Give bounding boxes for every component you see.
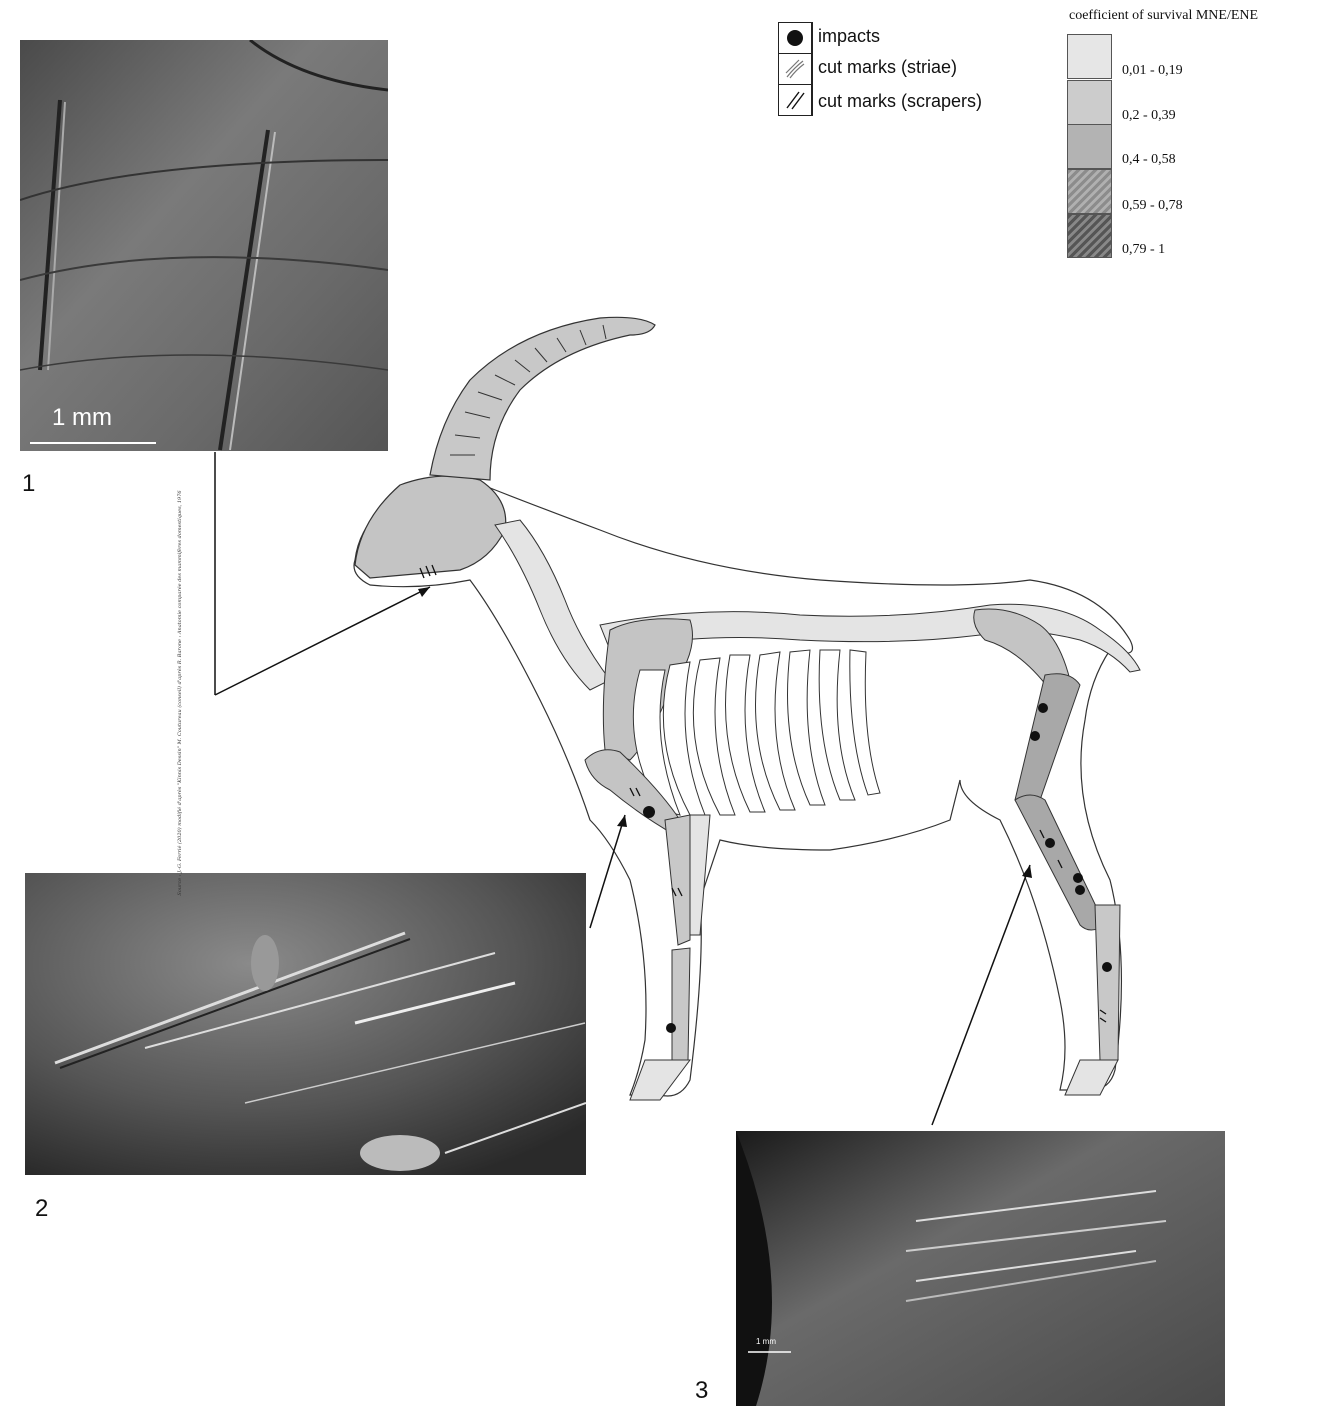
legend-row-striae [779,53,812,84]
legend-row-impacts [779,23,812,53]
survival-legend-title: coefficient of survival MNE/ENE [1069,8,1258,24]
survival-swatch-3 [1067,124,1112,169]
survival-swatch-2 [1067,80,1112,125]
striae-icon [779,54,812,84]
survival-label-2: 0,2 - 0,39 [1122,108,1176,124]
legend-row-scrapers [779,84,812,115]
legend-label-scrapers: cut marks (scrapers) [818,91,982,112]
survival-swatch-4 [1067,169,1112,214]
marks-legend [778,22,813,116]
survival-label-4: 0,59 - 0,78 [1122,198,1183,214]
legend-label-impacts: impacts [818,26,880,47]
survival-label-5: 0,79 - 1 [1122,242,1165,258]
legend-label-striae: cut marks (striae) [818,57,957,78]
survival-label-3: 0,4 - 0,58 [1122,152,1176,168]
survival-label-1: 0,01 - 0,19 [1122,63,1183,79]
survival-swatch-5 [1067,214,1112,258]
survival-swatch-1 [1067,34,1112,79]
scraper-lines-icon [779,85,812,115]
filled-circle-icon [779,23,812,53]
